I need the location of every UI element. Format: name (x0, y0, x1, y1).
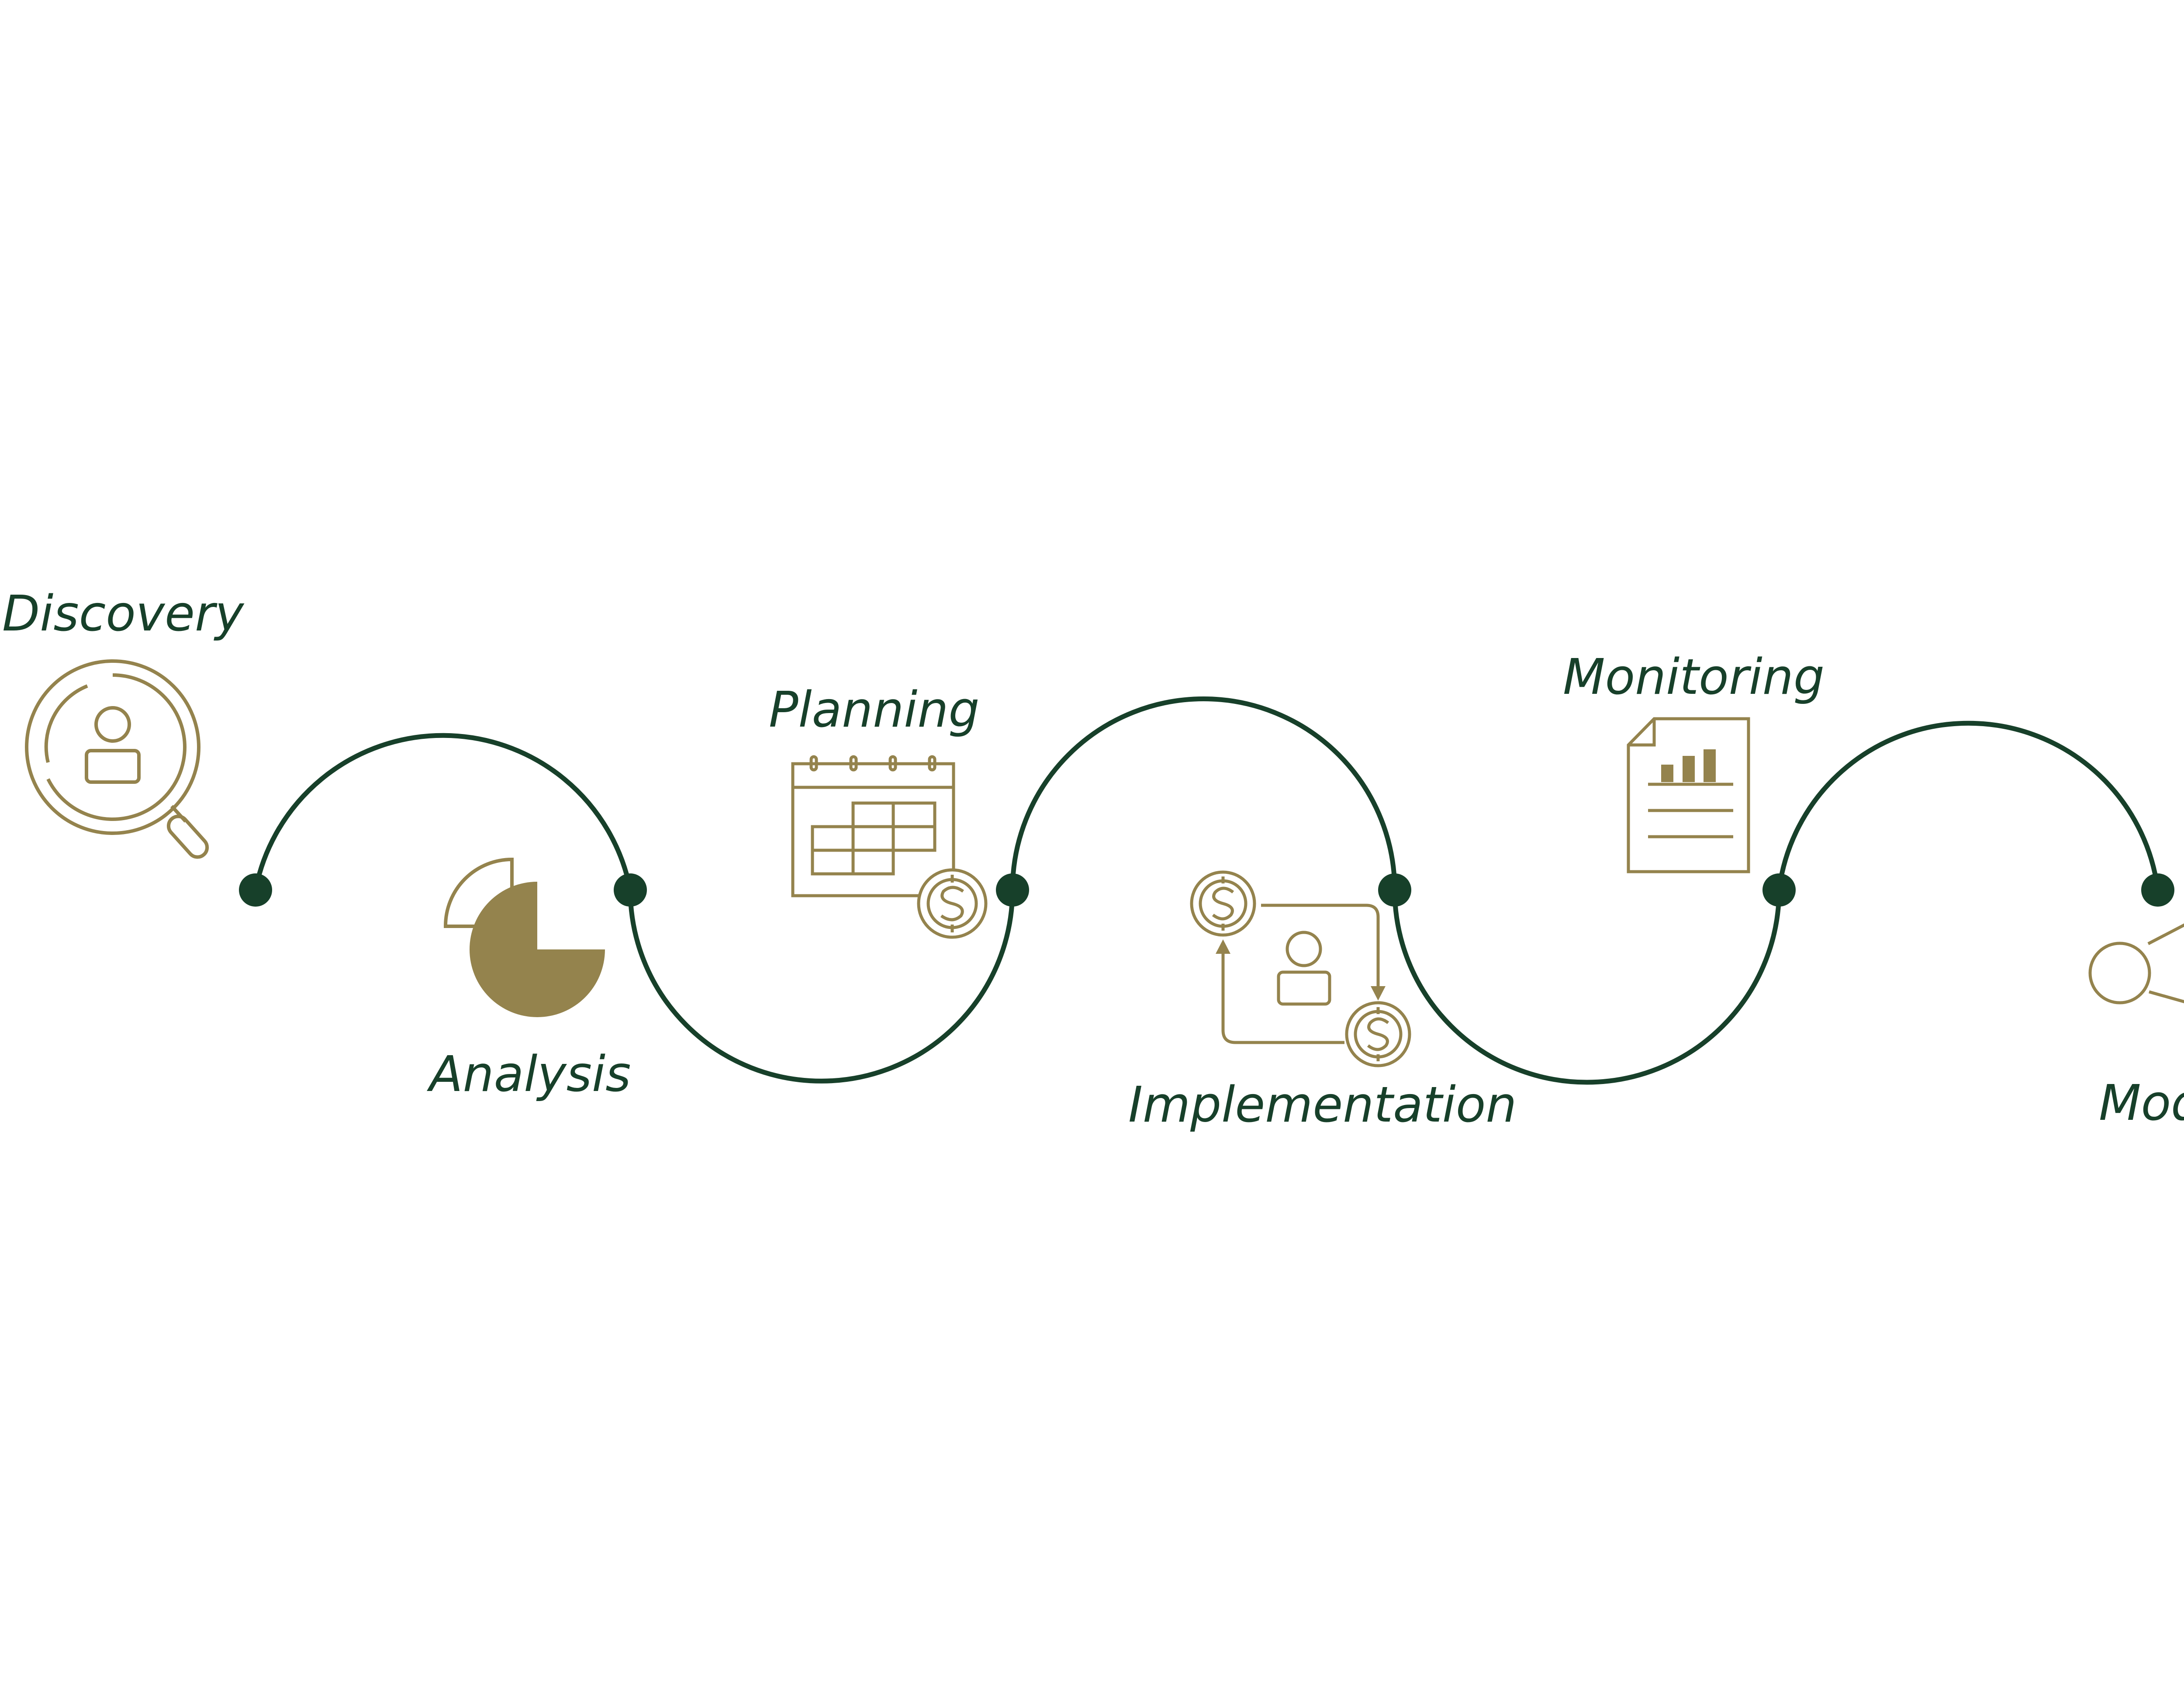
pie-chart-icon (443, 857, 605, 1017)
magnifier-person-icon (25, 659, 209, 859)
path-node (996, 873, 1029, 907)
stage-label: Analysis (427, 1046, 631, 1103)
stage-implementation: Implementation (1128, 870, 1517, 1133)
stage-label: Implementation (1128, 1077, 1517, 1133)
stage-label: Planning (769, 682, 979, 738)
network-nodes-icon (2088, 923, 2184, 1004)
person-money-cycle-icon (1190, 870, 1411, 1067)
arrowheads (1216, 939, 1386, 1001)
stage-label: Discovery (2, 585, 245, 642)
stage-label: Modify (2099, 1075, 2184, 1132)
path-node (2141, 873, 2174, 907)
stage-planning: Planning (769, 682, 988, 939)
path-node (1762, 873, 1796, 907)
path-node (614, 873, 647, 907)
report-bar-chart-icon (1627, 717, 1750, 873)
path-node (239, 873, 272, 907)
stage-label: Monitoring (1563, 649, 1825, 706)
calendar-dollar-icon (791, 755, 988, 939)
stage-analysis: Analysis (427, 857, 631, 1103)
stage-modify: Modify (2088, 923, 2184, 1132)
stage-monitoring: Monitoring (1563, 649, 1825, 873)
path-node (1378, 873, 1411, 907)
path-nodes (239, 873, 2174, 907)
stage-discovery: Discovery (2, 585, 245, 859)
process-path (253, 696, 2160, 1085)
